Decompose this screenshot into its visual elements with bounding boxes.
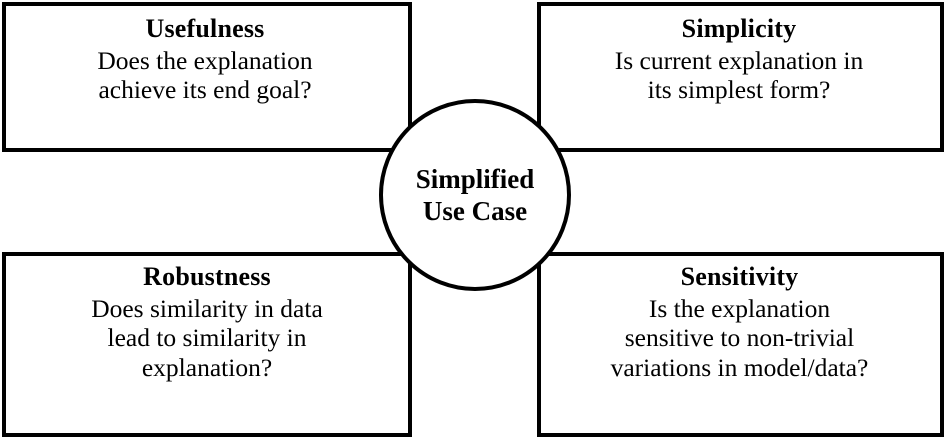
quadrant-box-simplicity xyxy=(537,2,944,152)
center-circle xyxy=(379,99,571,291)
quadrant-question-line: sensitive to non-trivial xyxy=(624,323,855,353)
center-node-label[interactable]: Simplified Use Case xyxy=(380,100,570,290)
center-label-line-1: Simplified xyxy=(415,163,535,194)
quadrant-question-line: achieve its end goal? xyxy=(98,75,312,105)
quadrant-question-robustness: Does similarity in data lead to similari… xyxy=(91,294,323,383)
quadrant-title-robustness: Robustness xyxy=(143,262,271,291)
quadrant-question-line: variations in model/data? xyxy=(610,352,869,382)
quadrant-title-sensitivity: Sensitivity xyxy=(680,262,799,291)
quadrant-usefulness[interactable]: Usefulness Does the explanation achieve … xyxy=(2,14,408,105)
quadrant-box-robustness xyxy=(2,252,412,437)
quadrant-title-usefulness: Usefulness xyxy=(145,14,265,43)
quadrant-sensitivity[interactable]: Sensitivity Is the explanation sensitive… xyxy=(538,262,941,382)
quadrant-question-line: Does similarity in data xyxy=(91,293,323,323)
quadrant-question-line: explanation? xyxy=(141,352,273,382)
quadrant-question-line: Is current explanation in xyxy=(614,45,864,75)
quadrant-question-sensitivity: Is the explanation sensitive to non-triv… xyxy=(611,294,869,383)
quadrant-box-sensitivity xyxy=(537,252,944,437)
quadrant-question-line: lead to similarity in xyxy=(107,323,307,353)
quadrant-title-simplicity: Simplicity xyxy=(681,14,797,43)
center-label-line-2: Use Case xyxy=(422,196,528,226)
quadrant-box-usefulness xyxy=(2,2,412,152)
quadrant-question-simplicity: Is current explanation in its simplest f… xyxy=(615,46,864,105)
quadrant-robustness[interactable]: Robustness Does similarity in data lead … xyxy=(2,262,412,382)
quadrant-question-usefulness: Does the explanation achieve its end goa… xyxy=(97,46,312,105)
quadrant-simplicity[interactable]: Simplicity Is current explanation in its… xyxy=(537,14,941,105)
quadrant-question-line: Does the explanation xyxy=(97,45,313,75)
quadrant-question-line: Is the explanation xyxy=(648,293,831,323)
quadrant-question-line: its simplest form? xyxy=(647,75,831,105)
